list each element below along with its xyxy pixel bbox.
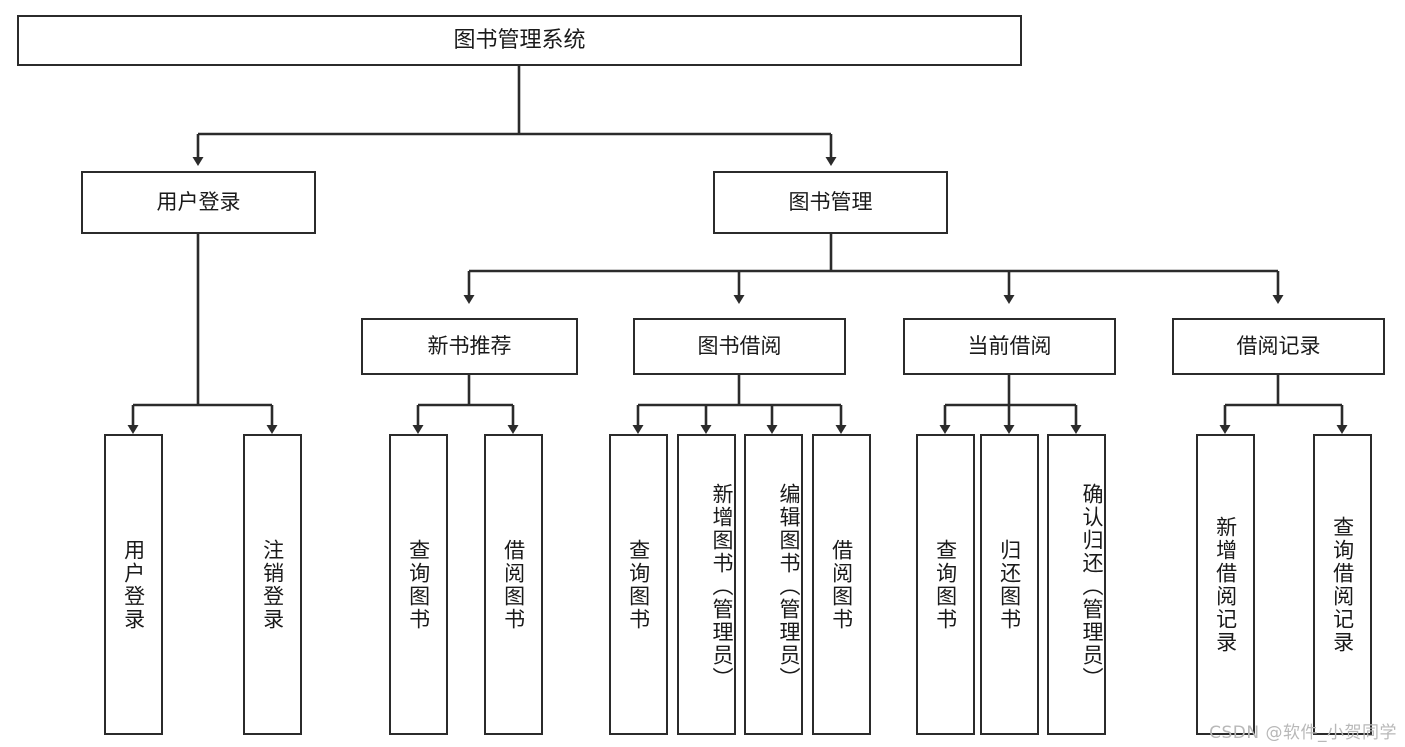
node-leaf-add-record-label: 新增借阅记录: [1213, 515, 1238, 654]
node-leaf-user-logout[interactable]: 注销登录: [243, 434, 302, 735]
watermark-text: CSDN @软件_小贺同学: [1209, 723, 1397, 743]
node-leaf-query-book-2-label: 查询图书: [626, 538, 651, 631]
node-leaf-query-record[interactable]: 查询借阅记录: [1313, 434, 1372, 735]
node-leaf-query-book-3[interactable]: 查询图书: [916, 434, 975, 735]
node-leaf-query-book-1[interactable]: 查询图书: [389, 434, 448, 735]
node-leaf-edit-book[interactable]: 编辑图书（管理员）: [744, 434, 803, 735]
node-root[interactable]: 图书管理系统: [17, 15, 1022, 66]
node-leaf-borrow-book-1[interactable]: 借阅图书: [484, 434, 543, 735]
node-leaf-add-book[interactable]: 新增图书（管理员）: [677, 434, 736, 735]
node-leaf-query-record-label: 查询借阅记录: [1330, 515, 1355, 654]
node-book-manage-label: 图书管理: [788, 190, 873, 215]
node-leaf-query-book-2[interactable]: 查询图书: [609, 434, 668, 735]
node-leaf-return-book-label: 归还图书: [997, 538, 1022, 631]
node-new-book-recommend[interactable]: 新书推荐: [361, 318, 578, 375]
node-root-label: 图书管理系统: [453, 27, 586, 53]
node-leaf-query-book-3-label: 查询图书: [933, 538, 958, 631]
node-leaf-borrow-book-2-label: 借阅图书: [829, 538, 854, 631]
node-leaf-return-book[interactable]: 归还图书: [980, 434, 1039, 735]
node-leaf-add-record[interactable]: 新增借阅记录: [1196, 434, 1255, 735]
node-leaf-query-book-1-label: 查询图书: [406, 538, 431, 631]
node-book-manage[interactable]: 图书管理: [713, 171, 948, 234]
node-leaf-confirm-return[interactable]: 确认归还（管理员）: [1047, 434, 1106, 735]
node-user-login[interactable]: 用户登录: [81, 171, 316, 234]
node-leaf-borrow-book-2[interactable]: 借阅图书: [812, 434, 871, 735]
node-new-book-recommend-label: 新书推荐: [427, 334, 512, 359]
node-book-borrow[interactable]: 图书借阅: [633, 318, 846, 375]
node-leaf-user-login[interactable]: 用户登录: [104, 434, 163, 735]
node-leaf-add-book-label: 新增图书（管理员）: [710, 483, 734, 690]
node-current-borrow[interactable]: 当前借阅: [903, 318, 1116, 375]
node-leaf-user-logout-label: 注销登录: [260, 538, 285, 631]
node-leaf-edit-book-label: 编辑图书（管理员）: [777, 483, 801, 690]
node-book-borrow-label: 图书借阅: [697, 334, 782, 359]
node-borrow-record-label: 借阅记录: [1236, 334, 1321, 359]
node-leaf-confirm-return-label: 确认归还（管理员）: [1080, 483, 1104, 690]
node-user-login-label: 用户登录: [156, 190, 241, 215]
node-current-borrow-label: 当前借阅: [967, 334, 1052, 359]
node-borrow-record[interactable]: 借阅记录: [1172, 318, 1385, 375]
node-leaf-user-login-label: 用户登录: [121, 538, 146, 631]
node-leaf-borrow-book-1-label: 借阅图书: [501, 538, 526, 631]
